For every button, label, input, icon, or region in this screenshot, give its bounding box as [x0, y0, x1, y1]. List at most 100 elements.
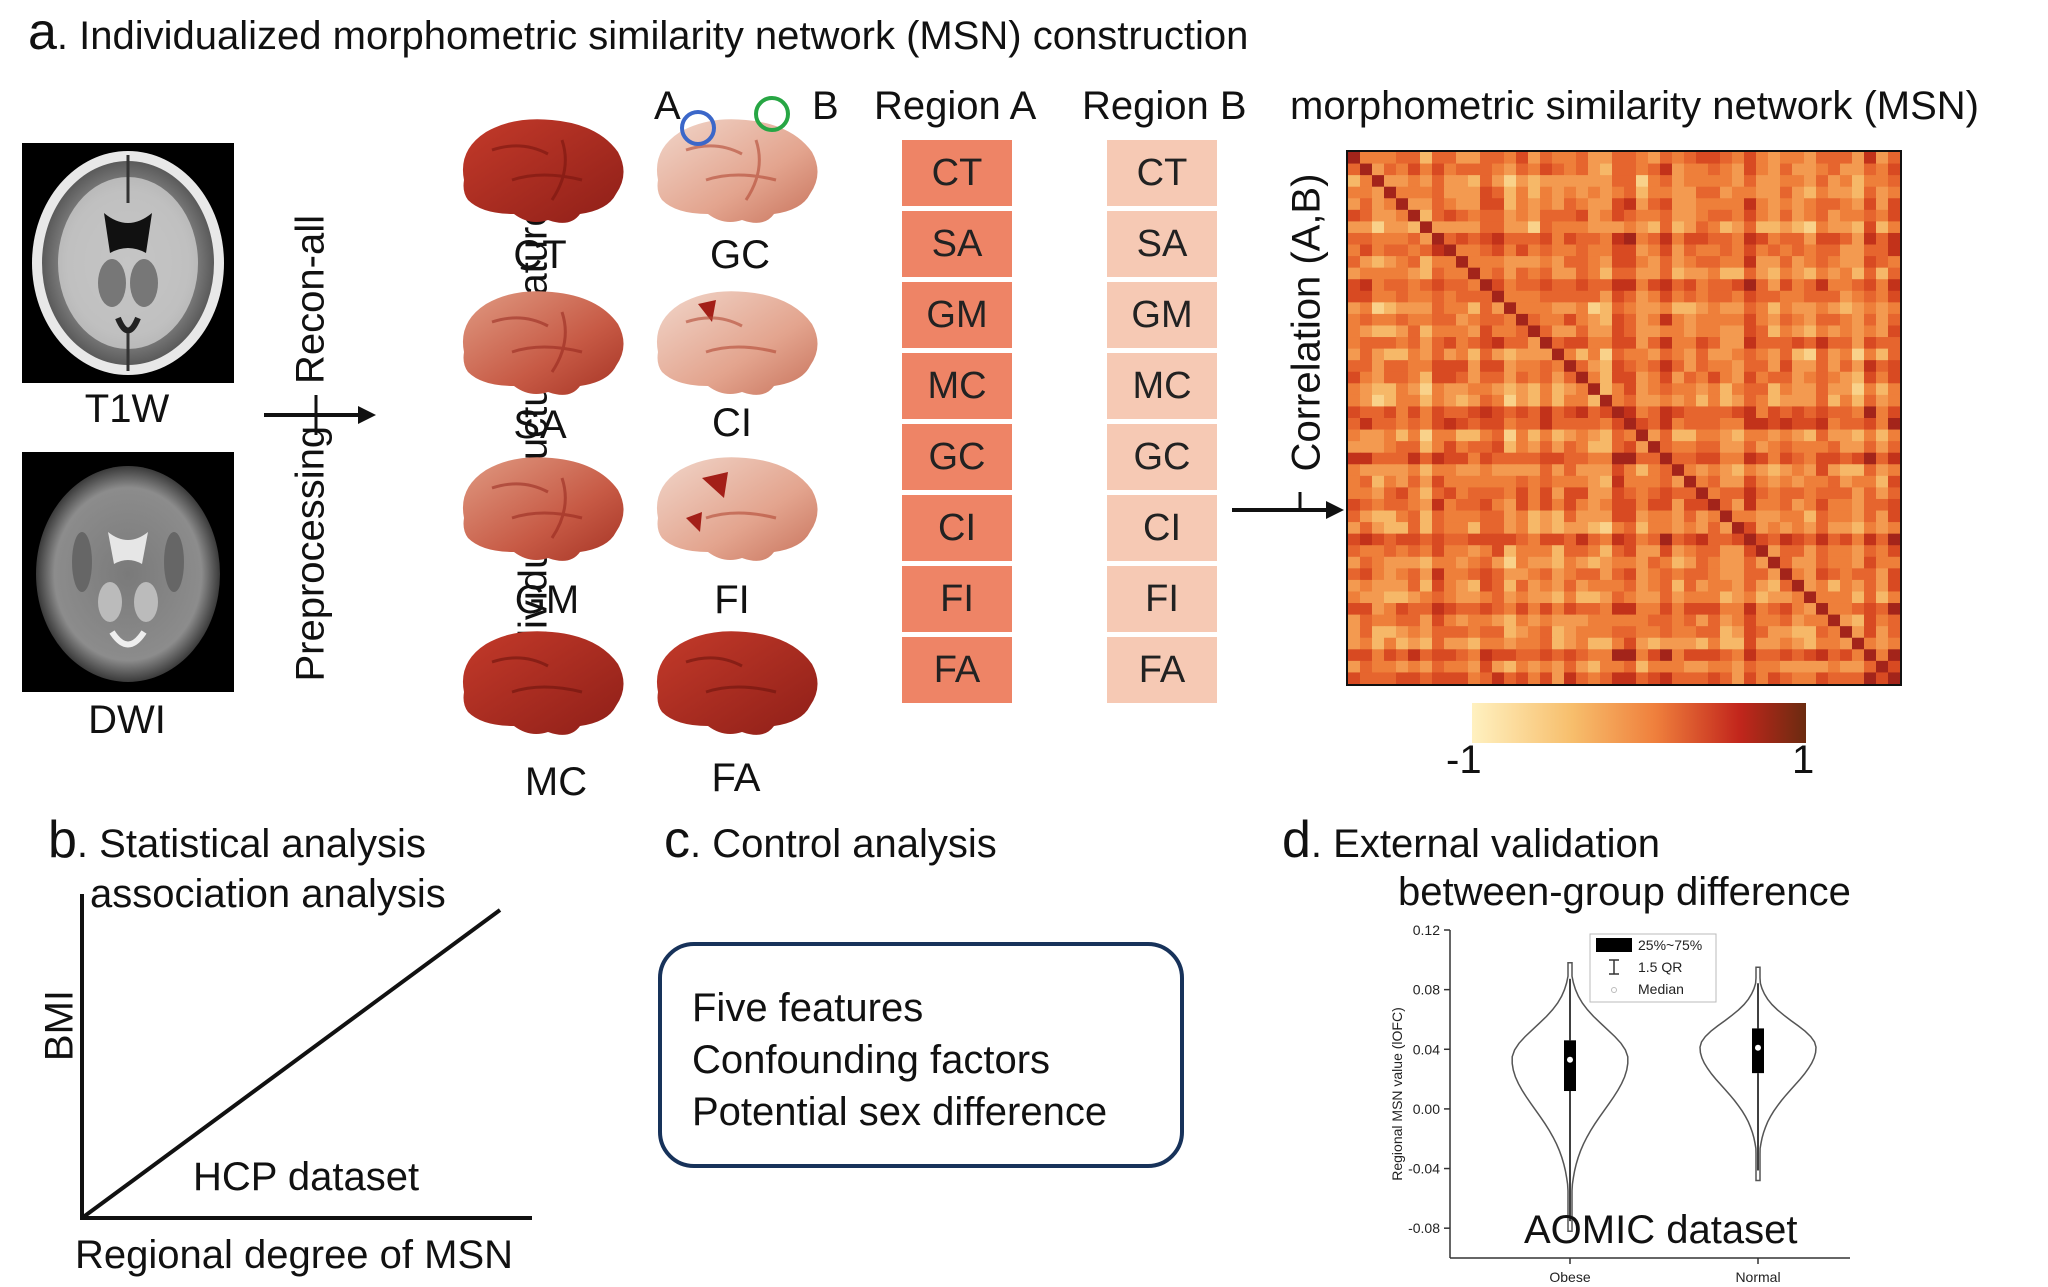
- matrix-cell: [1756, 568, 1769, 581]
- matrix-cell: [1672, 325, 1685, 338]
- matrix-cell: [1744, 660, 1757, 673]
- matrix-cell: [1552, 406, 1565, 419]
- matrix-cell: [1816, 221, 1829, 234]
- matrix-cell: [1444, 498, 1457, 512]
- matrix-cell: [1816, 406, 1829, 419]
- matrix-cell: [1828, 302, 1841, 315]
- matrix-cell: [1672, 487, 1685, 500]
- matrix-cell: [1396, 510, 1409, 523]
- matrix-cell: [1396, 626, 1409, 639]
- matrix-cell: [1408, 175, 1421, 188]
- panel-a-title: a. Individualized morphometric similarit…: [28, 2, 1248, 62]
- matrix-cell: [1660, 591, 1673, 604]
- matrix-cell: [1492, 626, 1505, 639]
- matrix-cell: [1696, 198, 1709, 211]
- matrix-cell: [1732, 591, 1745, 604]
- matrix-cell: [1492, 510, 1505, 523]
- matrix-cell: [1456, 429, 1469, 442]
- matrix-cell: [1360, 568, 1373, 581]
- matrix-cell: [1804, 591, 1817, 604]
- matrix-cell: [1732, 452, 1745, 465]
- matrix-cell: [1432, 186, 1445, 199]
- matrix-cell: [1348, 163, 1361, 176]
- matrix-cell: [1360, 209, 1373, 222]
- matrix-cell: [1480, 175, 1493, 188]
- matrix-cell: [1468, 406, 1481, 419]
- matrix-cell: [1480, 579, 1493, 592]
- matrix-cell: [1864, 290, 1877, 303]
- matrix-cell: [1816, 498, 1829, 512]
- matrix-cell: [1816, 672, 1829, 685]
- matrix-cell: [1840, 614, 1853, 627]
- matrix-cell: [1456, 579, 1469, 592]
- matrix-cell: [1648, 429, 1661, 442]
- matrix-cell: [1348, 337, 1361, 350]
- matrix-cell: [1624, 152, 1637, 165]
- matrix-cell: [1552, 186, 1565, 199]
- matrix-cell: [1516, 475, 1529, 488]
- matrix-cell: [1648, 556, 1661, 569]
- matrix-cell: [1600, 429, 1613, 442]
- matrix-cell: [1864, 383, 1877, 396]
- matrix-cell: [1828, 452, 1841, 465]
- matrix-cell: [1456, 152, 1469, 165]
- matrix-cell: [1540, 383, 1553, 396]
- violin-normal: [1699, 966, 1817, 1182]
- matrix-cell: [1876, 556, 1889, 569]
- matrix-cell: [1360, 221, 1373, 234]
- matrix-cell: [1732, 475, 1745, 488]
- matrix-cell: [1816, 163, 1829, 176]
- matrix-cell: [1360, 267, 1373, 280]
- matrix-cell: [1360, 152, 1373, 165]
- matrix-cell: [1744, 498, 1757, 512]
- matrix-cell: [1384, 232, 1397, 246]
- matrix-cell: [1372, 418, 1385, 431]
- matrix-cell: [1420, 186, 1433, 199]
- matrix-cell: [1444, 256, 1457, 269]
- matrix-cell: [1888, 394, 1901, 407]
- matrix-cell: [1756, 441, 1769, 454]
- matrix-cell: [1888, 545, 1901, 558]
- matrix-cell: [1612, 498, 1625, 512]
- matrix-cell: [1720, 545, 1733, 558]
- matrix-cell: [1672, 591, 1685, 604]
- matrix-cell: [1492, 302, 1505, 315]
- matrix-cell: [1876, 256, 1889, 269]
- matrix-cell: [1684, 591, 1697, 604]
- matrix-cell: [1516, 510, 1529, 523]
- matrix-cell: [1768, 568, 1781, 581]
- matrix-cell: [1504, 452, 1517, 465]
- matrix-cell: [1444, 568, 1457, 581]
- matrix-cell: [1768, 637, 1781, 650]
- matrix-cell: [1396, 302, 1409, 315]
- matrix-cell: [1888, 441, 1901, 454]
- matrix-cell: [1876, 394, 1889, 407]
- matrix-cell: [1456, 498, 1469, 512]
- matrix-cell: [1408, 556, 1421, 569]
- matrix-cell: [1708, 360, 1721, 373]
- matrix-cell: [1480, 348, 1493, 361]
- matrix-cell: [1624, 429, 1637, 442]
- matrix-cell: [1684, 418, 1697, 431]
- matrix-cell: [1708, 244, 1721, 257]
- matrix-cell: [1600, 383, 1613, 396]
- matrix-cell: [1780, 232, 1793, 246]
- matrix-cell: [1468, 603, 1481, 616]
- matrix-cell: [1660, 186, 1673, 199]
- matrix-cell: [1624, 371, 1637, 384]
- matrix-cell: [1516, 279, 1529, 292]
- matrix-cell: [1612, 603, 1625, 616]
- matrix-cell: [1432, 418, 1445, 431]
- matrix-cell: [1504, 152, 1517, 165]
- matrix-cell: [1564, 441, 1577, 454]
- matrix-cell: [1768, 464, 1781, 477]
- matrix-cell: [1540, 371, 1553, 384]
- matrix-cell: [1840, 556, 1853, 569]
- matrix-cell: [1648, 637, 1661, 650]
- matrix-cell: [1396, 498, 1409, 512]
- matrix-cell: [1528, 348, 1541, 361]
- matrix-cell: [1720, 371, 1733, 384]
- matrix-cell: [1420, 232, 1433, 246]
- matrix-cell: [1684, 313, 1697, 326]
- matrix-cell: [1828, 649, 1841, 662]
